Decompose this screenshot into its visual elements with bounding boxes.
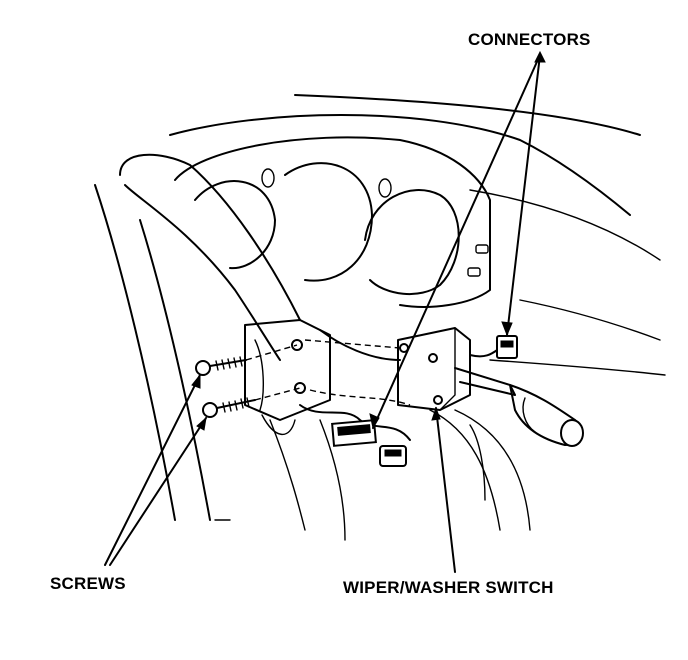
steering-column-bottom xyxy=(269,419,306,531)
leader-screws-1 xyxy=(104,374,201,566)
connector-center-mate xyxy=(379,445,407,467)
leader-switch-arrow xyxy=(431,406,441,421)
gauge-left xyxy=(194,180,276,270)
screw-upper xyxy=(195,356,247,376)
indicator-right xyxy=(378,178,392,198)
switch-lever xyxy=(454,367,516,396)
column-cover-right-2 xyxy=(454,409,531,531)
screw-upper-guide xyxy=(245,344,298,361)
leader-connectors-root-arrow xyxy=(534,50,546,63)
column-shroud xyxy=(469,424,486,501)
label-wiper-washer-switch: WIPER/WASHER SWITCH xyxy=(343,578,554,597)
switch-guide-line-2 xyxy=(309,389,411,406)
leader-connectors-1-arrow xyxy=(369,413,380,430)
cluster-hood xyxy=(174,136,491,308)
leader-connectors-2-arrow xyxy=(501,321,513,337)
leader-switch xyxy=(435,407,456,573)
steering-wheel-outer xyxy=(119,153,301,321)
switch-housing-edge xyxy=(439,327,456,411)
gauge-center xyxy=(284,162,373,282)
connector-right xyxy=(496,335,518,359)
switch-guide-line xyxy=(304,339,401,349)
bracket-clip xyxy=(261,414,296,436)
screw-lower xyxy=(202,397,256,418)
steering-column-bottom-2 xyxy=(319,419,346,541)
leader-connectors-2 xyxy=(506,54,541,336)
gauge-right xyxy=(364,189,460,296)
switch-screw-side xyxy=(428,353,438,363)
label-screws: SCREWS xyxy=(50,574,126,593)
steering-wheel-inner xyxy=(124,184,281,361)
switch-lever-ring xyxy=(522,397,536,433)
leader-screws-2-arrow xyxy=(196,416,207,431)
column-cover-right xyxy=(429,409,501,531)
screw-lower-guide xyxy=(254,387,301,401)
indicator-left xyxy=(261,168,275,188)
cluster-button-2 xyxy=(467,267,481,277)
switch-lever-knob xyxy=(560,419,584,447)
dash-lower-line xyxy=(519,299,661,341)
leader-connectors-1 xyxy=(372,54,541,429)
dash-panel-line xyxy=(469,189,661,261)
steering-wheel-left-edge xyxy=(94,184,176,521)
leader-screws-1-arrow xyxy=(191,373,201,389)
connector-center xyxy=(331,419,377,447)
bracket-flange xyxy=(254,339,264,411)
mounting-bracket xyxy=(244,319,331,421)
bracket-hole-lower xyxy=(294,382,306,394)
leader-screws-2 xyxy=(109,417,207,566)
dash-top-outline xyxy=(169,114,631,216)
cluster-button-1 xyxy=(475,244,489,254)
steering-wheel-left-edge-2 xyxy=(139,219,211,521)
dash-upper-line xyxy=(294,94,641,136)
wire-harness xyxy=(319,329,401,361)
label-connectors: CONNECTORS xyxy=(468,30,591,49)
wire-harness-2 xyxy=(299,404,411,441)
dash-lower-line-2 xyxy=(489,359,666,376)
switch-screw-bottom xyxy=(433,395,443,405)
